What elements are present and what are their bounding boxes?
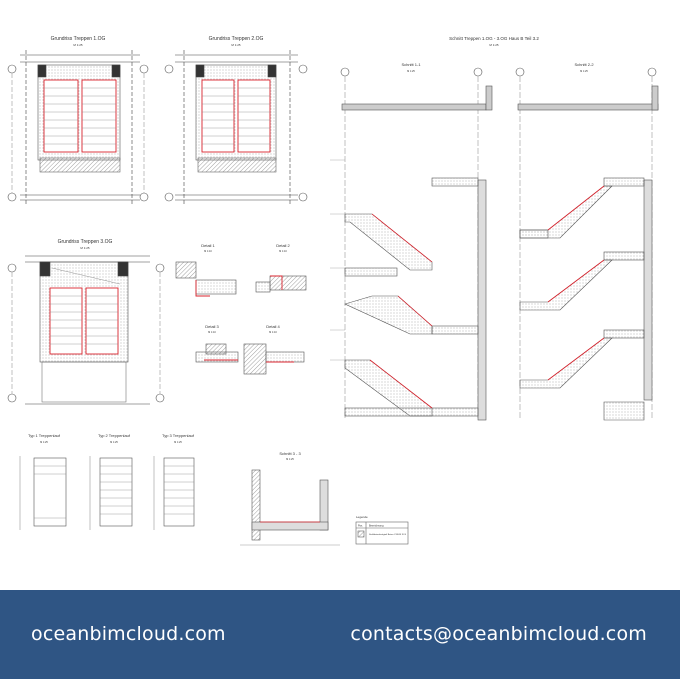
svg-text:M 1:25: M 1:25 xyxy=(40,441,48,444)
svg-text:Schnitt Treppen 1.OG - 3.OG Ha: Schnitt Treppen 1.OG - 3.OG Haus B Teil … xyxy=(449,36,539,41)
svg-text:M 1:10: M 1:10 xyxy=(269,331,277,334)
schnitte-title: Schnitt Treppen 1.OG - 3.OG Haus B Teil … xyxy=(449,36,539,47)
svg-text:Detail 3: Detail 3 xyxy=(205,324,219,329)
svg-text:Typ 2 Treppenlauf: Typ 2 Treppenlauf xyxy=(98,433,131,438)
typ-treppenlauf: Typ 1 Treppenlauf M 1:25 Typ 2 Treppenla… xyxy=(19,433,195,530)
legend-box: Legende Pos. Bezeichnung Stahlbetonferti… xyxy=(355,515,409,545)
svg-text:Detail 4: Detail 4 xyxy=(266,324,280,329)
svg-text:Schnitt 1-1: Schnitt 1-1 xyxy=(401,62,421,67)
svg-text:M 1:25: M 1:25 xyxy=(231,43,241,47)
svg-text:M 1:25: M 1:25 xyxy=(80,246,90,250)
footer-banner: oceanbimcloud.com contacts@oceanbimcloud… xyxy=(0,590,680,679)
svg-text:Pos.: Pos. xyxy=(358,525,363,528)
svg-text:M 1:10: M 1:10 xyxy=(279,250,287,253)
svg-text:M 1:25: M 1:25 xyxy=(286,458,294,461)
grundriss-2og: Grundriss Treppen 2.OG M 1:25 xyxy=(164,36,308,205)
svg-text:Stahlbetonfertigteil Beton C35: Stahlbetonfertigteil Beton C35/45 XC4 xyxy=(369,533,407,536)
svg-text:Detail 2: Detail 2 xyxy=(276,243,290,248)
schnitt-1-1: Schnitt 1-1 M 1:25 xyxy=(330,62,493,421)
schnitt-2-2: Schnitt 2-2 M 1:25 xyxy=(515,62,659,421)
svg-text:M 1:10: M 1:10 xyxy=(204,250,212,253)
email-link[interactable]: contacts@oceanbimcloud.com xyxy=(350,623,647,645)
svg-text:M 1:25: M 1:25 xyxy=(73,43,83,47)
grundriss-1og-title: Grundriss Treppen 1.OG xyxy=(51,36,106,42)
grundriss-1og: Grundriss Treppen 1.OG M 1:25 xyxy=(7,36,149,205)
details: Detail 1 M 1:10 Detail 2 M 1:10 Detail 3… xyxy=(175,243,307,375)
drawing-sheet: Grundriss Treppen 1.OG M 1:25 Grundriss … xyxy=(7,36,659,546)
svg-text:M 1:25: M 1:25 xyxy=(174,441,182,444)
schnitt-3-3: Schnitt 3 - 3 M 1:25 xyxy=(240,451,340,546)
cad-drawing: Grundriss Treppen 1.OG M 1:25 Grundriss … xyxy=(7,36,659,546)
svg-text:Schnitt 2-2: Schnitt 2-2 xyxy=(574,62,594,67)
svg-text:Schnitt 3 - 3: Schnitt 3 - 3 xyxy=(279,451,301,456)
website-link[interactable]: oceanbimcloud.com xyxy=(31,623,226,645)
svg-text:M 1:25: M 1:25 xyxy=(580,70,588,73)
svg-text:Typ 3 Treppenlauf: Typ 3 Treppenlauf xyxy=(162,433,195,438)
svg-text:Grundriss Treppen 3.OG: Grundriss Treppen 3.OG xyxy=(58,239,113,245)
svg-text:Typ 1 Treppenlauf: Typ 1 Treppenlauf xyxy=(28,433,61,438)
svg-text:M 1:10: M 1:10 xyxy=(208,331,216,334)
grundriss-3og: Grundriss Treppen 3.OG M 1:25 xyxy=(7,239,165,405)
svg-text:M 1:25: M 1:25 xyxy=(489,43,499,47)
svg-text:Detail 1: Detail 1 xyxy=(201,243,215,248)
svg-text:Grundriss Treppen 2.OG: Grundriss Treppen 2.OG xyxy=(209,36,264,42)
svg-text:M 1:25: M 1:25 xyxy=(110,441,118,444)
svg-text:Bezeichnung: Bezeichnung xyxy=(369,525,384,528)
svg-text:M 1:25: M 1:25 xyxy=(407,70,415,73)
svg-text:Legende: Legende xyxy=(356,515,368,519)
